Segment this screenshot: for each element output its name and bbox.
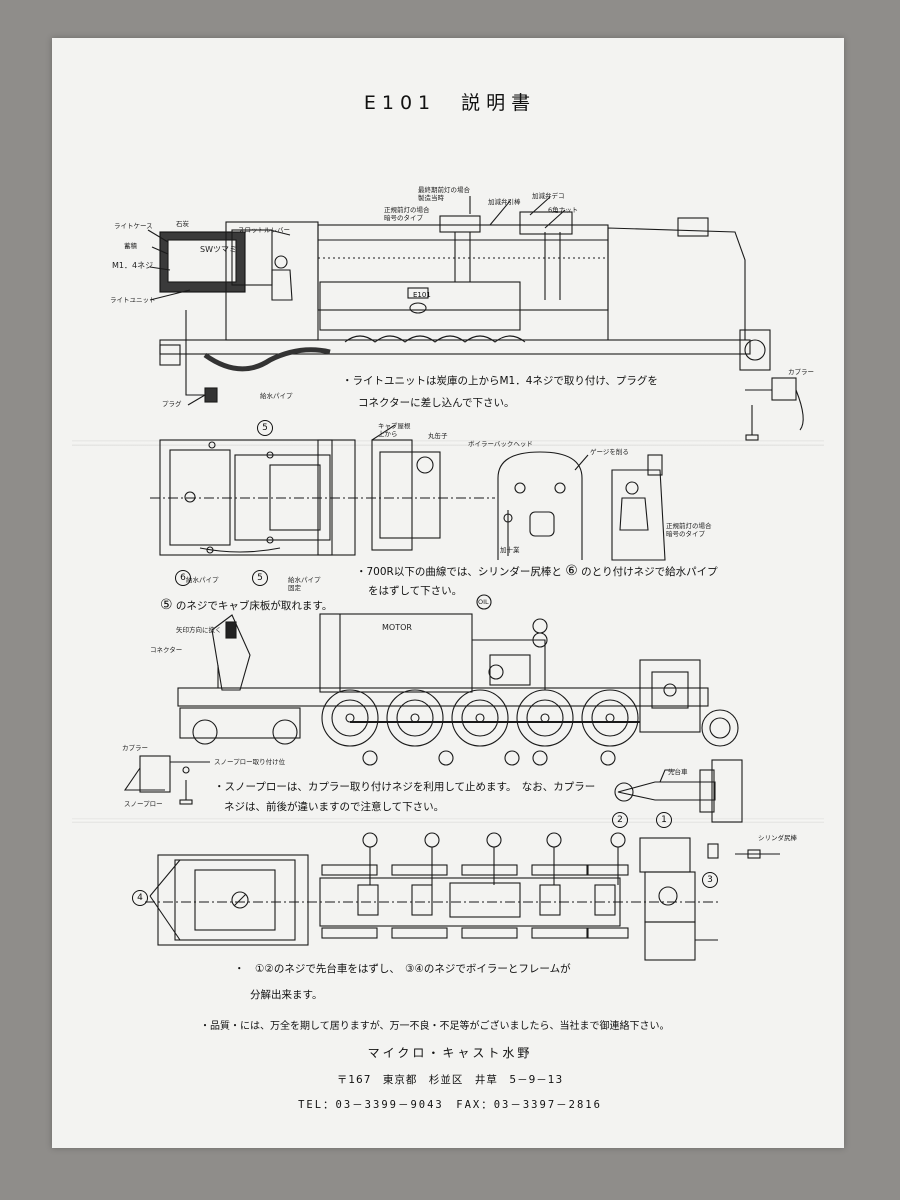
label-boiler-back: ボイラーバックヘッド [468, 440, 533, 448]
label-feed-deco: 加減弁デコ [532, 192, 565, 200]
note-curve-num: ⑥ [565, 563, 578, 579]
label-snowplow: スノープロー [124, 800, 163, 808]
note-curve-text-2: のとり付けネジで給水パイプ [581, 566, 718, 578]
label-round-plate: 丸缶子 [428, 432, 448, 440]
label-pipe: 蓄積 [124, 242, 137, 250]
label-six-nut: 6角ナット [548, 206, 579, 214]
label-motor: MOTOR [382, 623, 412, 632]
label-feed-pipe2: 給水パイプ [186, 576, 219, 584]
label-gear: 加十業 [500, 546, 520, 554]
label-connector: コネクター [150, 646, 183, 654]
marker-6: 6 [175, 570, 191, 586]
label-early-type-2: 正規前灯の場合 暗号のタイプ [666, 522, 712, 538]
company-address: 〒167 東京都 杉並区 井草 5－9－13 [336, 1074, 564, 1086]
chassis-motor-view [123, 594, 739, 805]
label-feed-pipe3: 給水パイプ 固定 [288, 576, 321, 592]
label-sw: SWツマミ [200, 245, 237, 254]
fold-line [72, 818, 824, 823]
label-late-type: 最終期前灯の場合 製造当時 [418, 186, 470, 202]
marker-1: 1 [656, 812, 672, 828]
note-cab-floor: ⑤ のネジでキャブ床板が取れます。 [160, 594, 332, 617]
note-snow-2: ネジは、前後が違いますので注意して下さい。 [224, 801, 445, 813]
note-cab-num: ⑤ [160, 597, 173, 613]
side-view-locomotive: E101 [147, 196, 804, 441]
note-light-unit-1: ・ライトユニットは炭庫の上からM1．4ネジで取り付け、プラグを [342, 375, 658, 387]
marker-3: 3 [702, 872, 718, 888]
note-curve-1: ・700R以下の曲線では、シリンダー尻棒と ⑥ のとり付けネジで給水パイプ [356, 560, 718, 583]
label-feed-pipe: 給水パイプ [260, 392, 293, 400]
cab-floor-view [150, 439, 495, 556]
label-stone: 石炭 [176, 220, 189, 228]
note-quality: ・品質・には、万全を期して居りますが、万一不良・不足等がございましたら、当社まで… [200, 1021, 670, 1032]
pilot-truck-detail [614, 759, 780, 859]
label-coupler-bottom: カプラー [122, 744, 148, 752]
label-gauge: ゲージを削る [590, 448, 629, 456]
fold-line [72, 440, 824, 446]
marker-4: 4 [132, 890, 148, 906]
note-curve-3: をはずして下さい。 [368, 585, 463, 597]
label-plug: プラグ [162, 400, 182, 408]
page-title: E101 説明書 [363, 92, 537, 114]
note-light-unit-2: コネクターに差し込んで下さい。 [358, 397, 515, 409]
label-light-case: ライトケース [114, 222, 153, 230]
label-pilot-truck: 先台車 [668, 768, 688, 776]
note-disassembly-2: 分解出来ます。 [250, 989, 323, 1001]
note-disassembly-1: ・ ①②のネジで先台車をはずし、 ③④のネジでボイラーとフレームが [234, 963, 571, 975]
note-curve-text-1: ・700R以下の曲線では、シリンダー尻棒と [356, 566, 562, 578]
company-name: マイクロ・キャスト水野 [367, 1046, 533, 1060]
backhead-front-view [497, 451, 589, 560]
label-throttle: スロットルレバー [238, 226, 290, 234]
boiler-back-view [371, 424, 441, 551]
marker-2: 2 [612, 812, 628, 828]
note-cab-text: のネジでキャブ床板が取れます。 [175, 600, 333, 612]
label-feed-valve: 加減弁引棒 [488, 198, 521, 206]
label-light-unit: ライトユニット [110, 296, 156, 304]
note-snow-1: ・スノープローは、カプラー取り付けネジを利用して止めます。 なお、カプラー [214, 781, 596, 793]
label-oil: OIL [478, 598, 489, 606]
marker-5: 5 [257, 420, 273, 436]
label-early-type: 正規前灯の場合 暗号のタイプ [384, 206, 430, 222]
label-coupler-top: カプラー [788, 368, 814, 376]
marker-5: 5 [252, 570, 268, 586]
label-m14: M1．4ネジ [112, 261, 154, 270]
company-phone: TEL：03－3399－9043 FAX：03－3397－2816 [298, 1099, 602, 1111]
label-arrow-dir: 矢印方向に抜く [176, 626, 222, 634]
label-snowplow-fix: スノープロー取り付け位 [214, 758, 286, 766]
label-cab-roof: キャブ屋根 上から [378, 422, 411, 438]
label-cylinder-rod: シリンダ尻棒 [758, 834, 797, 842]
instruction-sheet [52, 38, 844, 1148]
svg-text:E101: E101 [413, 291, 431, 299]
cab-interior-view [611, 454, 666, 561]
bottom-view [145, 832, 720, 961]
